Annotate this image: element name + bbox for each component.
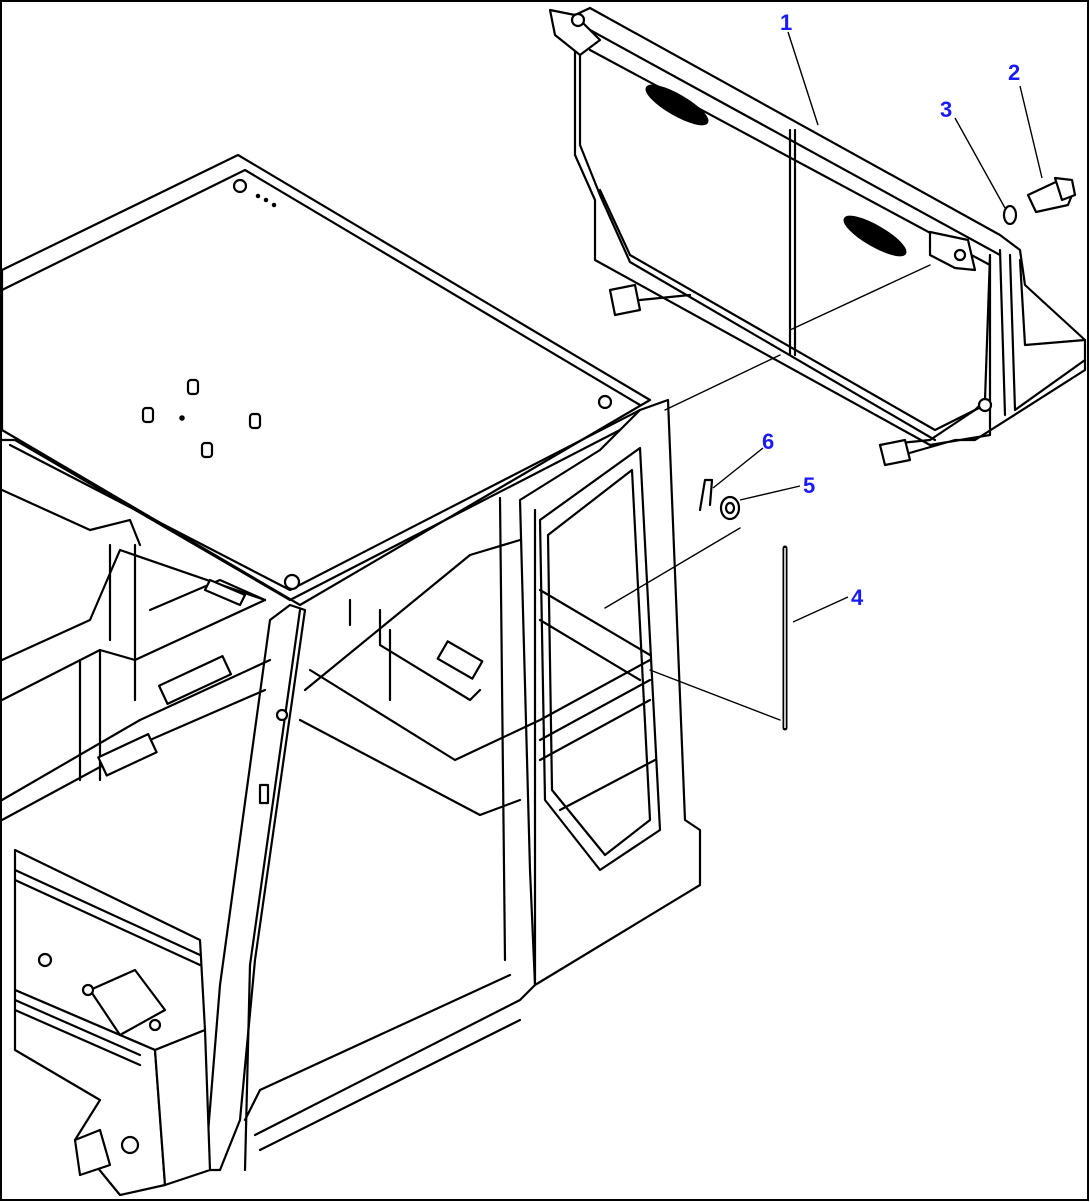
assembly-lines xyxy=(604,264,931,721)
rear-pillar xyxy=(518,398,702,987)
cab-roof xyxy=(0,153,652,607)
callout-label-3: 3 xyxy=(940,97,952,122)
callout-5: 5 xyxy=(739,473,815,501)
callout-1: 1 xyxy=(780,10,819,126)
front-pillar xyxy=(203,603,307,1172)
callout-label-4: 4 xyxy=(851,585,864,610)
callout-label-1: 1 xyxy=(780,10,792,35)
mesh-patch xyxy=(843,215,907,257)
pin xyxy=(698,478,714,512)
callout-4: 4 xyxy=(792,585,864,623)
washer xyxy=(1002,204,1018,226)
callout-label-2: 2 xyxy=(1008,60,1020,85)
panel-foot-right xyxy=(878,438,912,467)
callout-label-5: 5 xyxy=(803,473,815,498)
panel-foot-left xyxy=(608,283,642,317)
roof-bolts xyxy=(141,178,613,591)
bolt xyxy=(1026,176,1077,214)
callout-6: 6 xyxy=(712,429,774,489)
callout-label-6: 6 xyxy=(762,429,774,454)
panel-assembly xyxy=(548,6,1087,467)
panel-bracket xyxy=(928,230,977,272)
callout-2: 2 xyxy=(1008,60,1043,179)
mesh-patch xyxy=(645,84,709,126)
cab-frame xyxy=(0,153,702,1197)
hinge-top xyxy=(548,8,602,57)
callout-3: 3 xyxy=(940,97,1006,209)
